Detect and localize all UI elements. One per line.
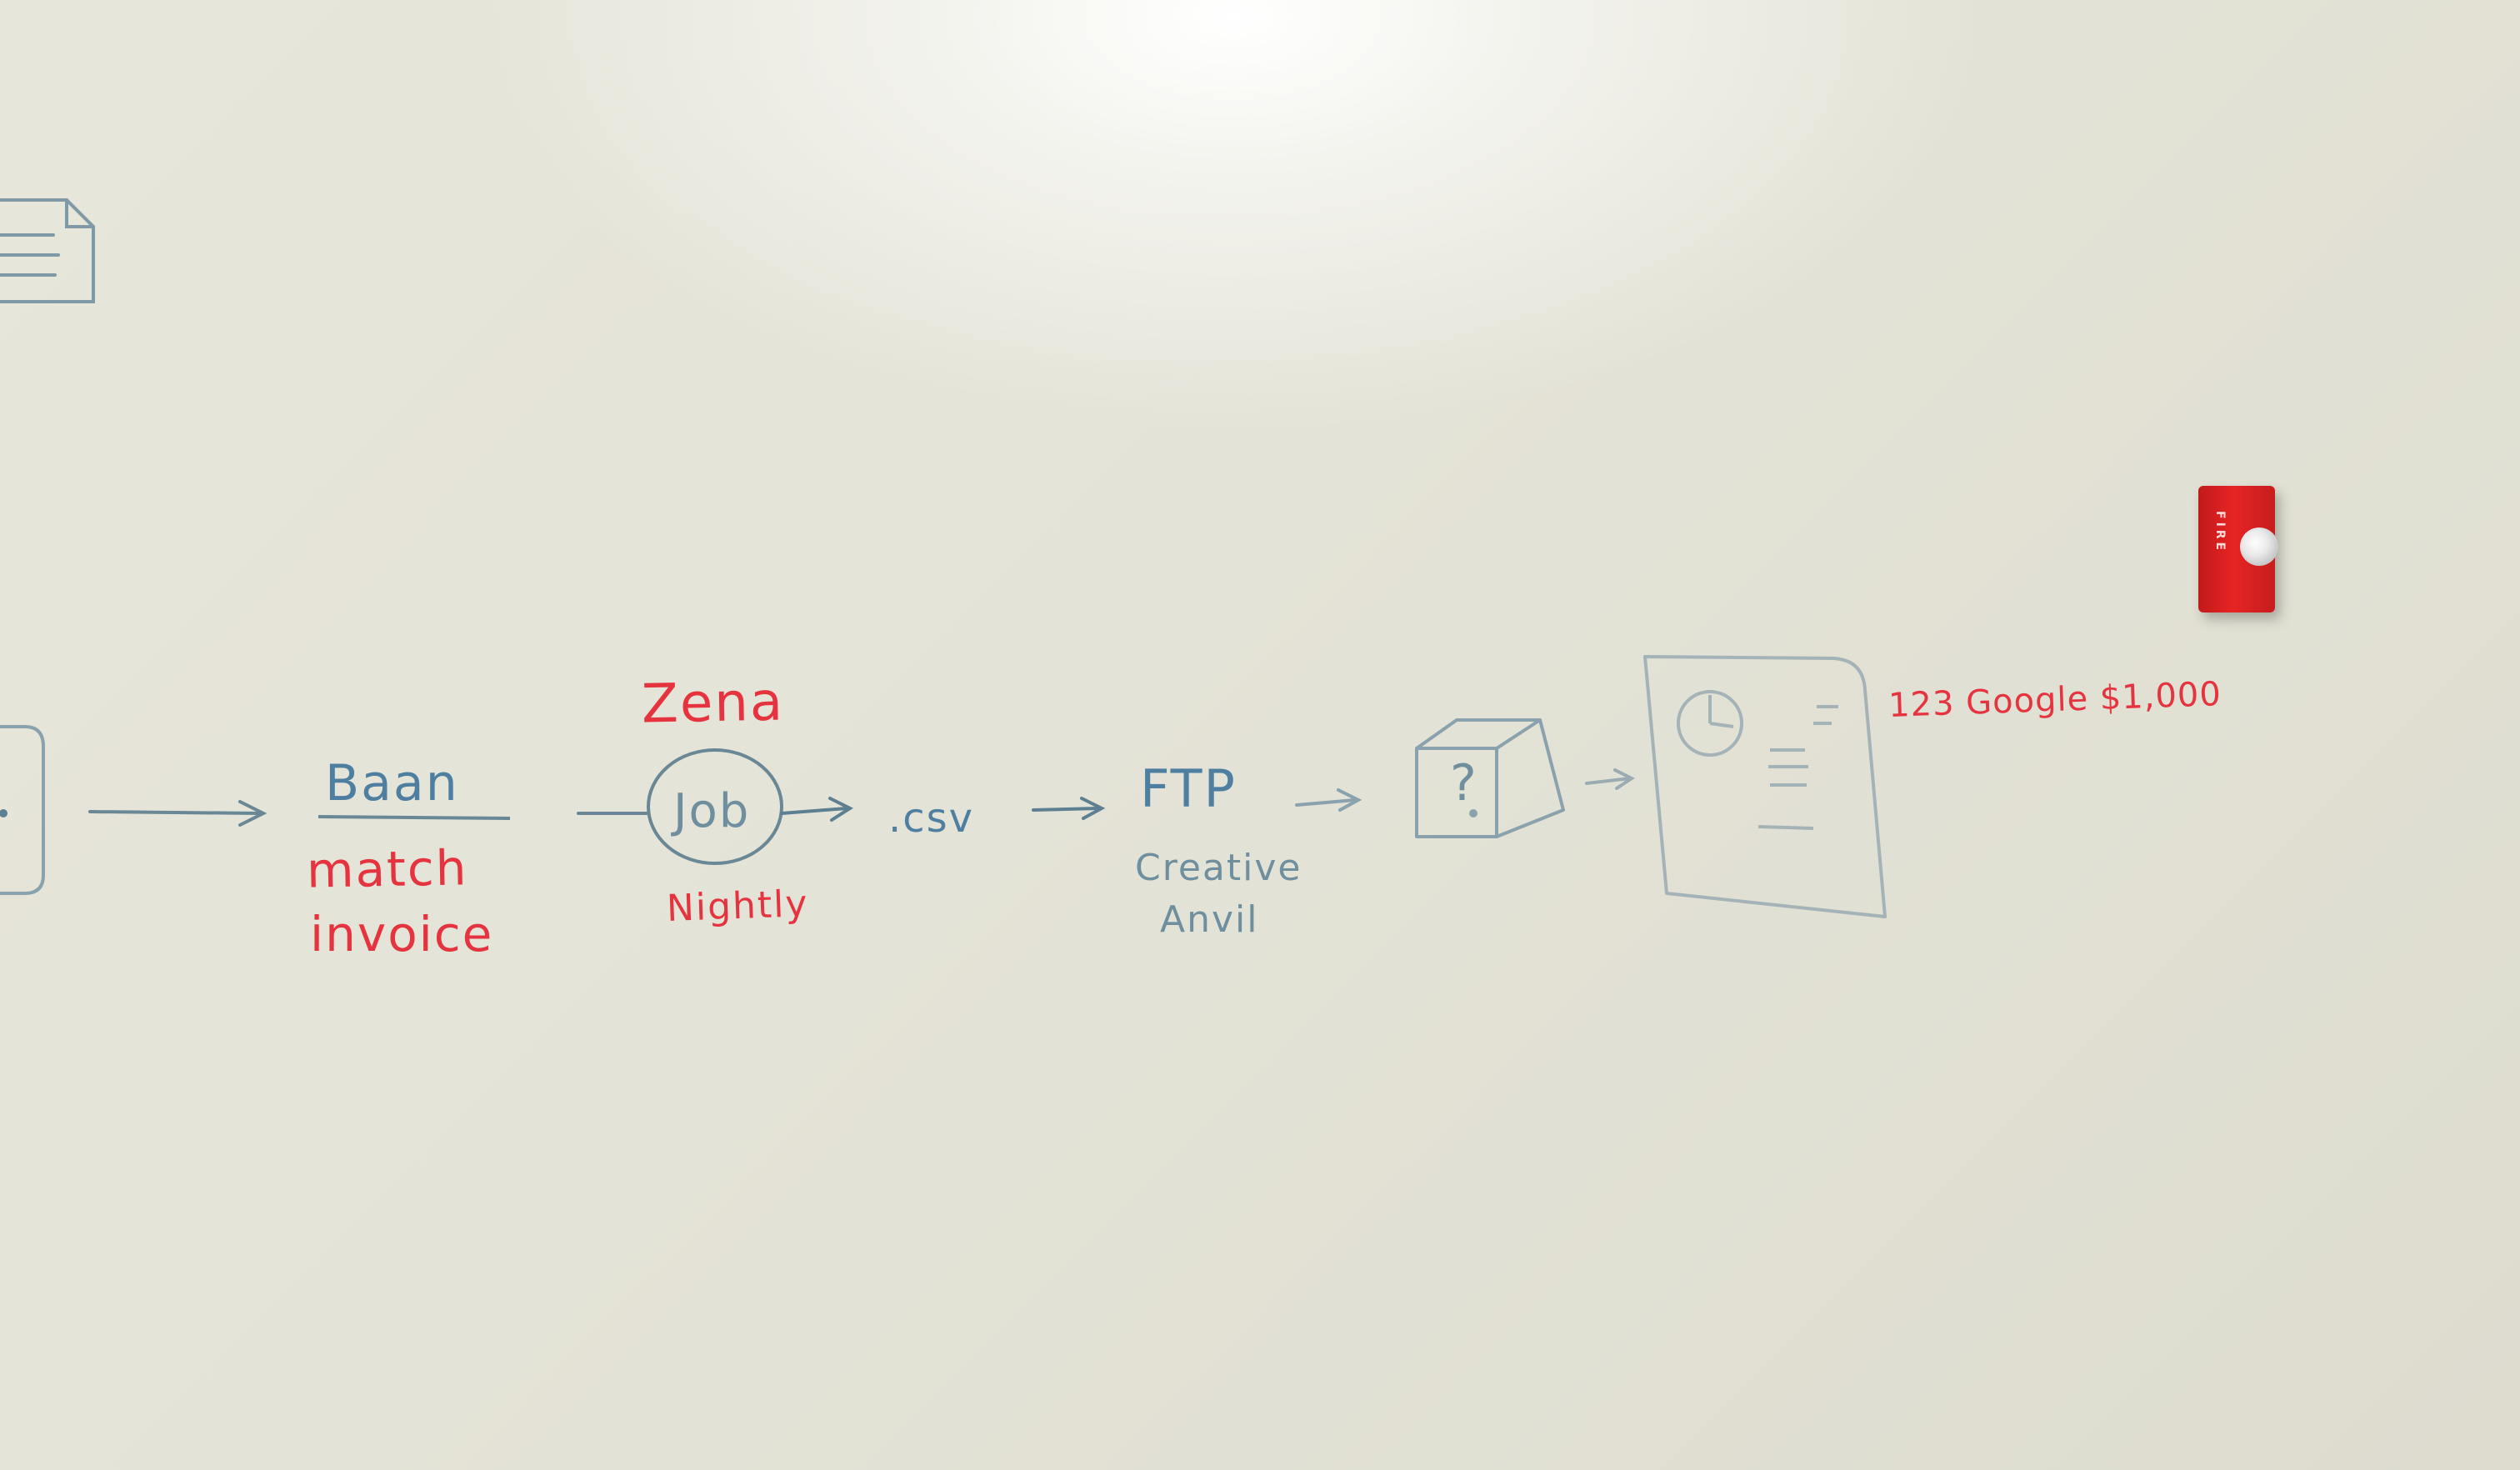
source-box-dot (0, 809, 8, 818)
arrow-to-cube (1295, 788, 1362, 812)
nightly-label: Nightly (666, 882, 810, 930)
arrow-to-csv (780, 797, 854, 822)
fire-alarm-label: FIRE (2213, 511, 2227, 554)
job-label: Job (673, 784, 751, 838)
baan-label: Baan (325, 754, 459, 812)
match-label: match (306, 839, 469, 899)
job-circle (647, 748, 783, 865)
baan-underline (318, 815, 511, 820)
document-icon (0, 198, 95, 303)
arrow-to-baan (88, 800, 268, 827)
creative-label: Creative (1135, 847, 1302, 889)
cube-question-dot (1469, 809, 1478, 818)
arrow-to-report (1585, 768, 1635, 790)
fire-alarm: FIRE (2198, 486, 2278, 612)
report-document (1643, 655, 1887, 918)
cube-shape (1415, 718, 1565, 838)
cube-question-mark: ? (1450, 754, 1477, 812)
source-box-shape (0, 725, 45, 895)
ftp-label: FTP (1140, 758, 1237, 819)
csv-label: .csv (888, 795, 975, 842)
arrow-to-ftp (1032, 797, 1106, 820)
anvil-label: Anvil (1160, 898, 1259, 941)
fire-alarm-strobe-light (2240, 528, 2278, 566)
zena-label: Zena (641, 671, 785, 736)
invoice-label: invoice (310, 906, 494, 962)
